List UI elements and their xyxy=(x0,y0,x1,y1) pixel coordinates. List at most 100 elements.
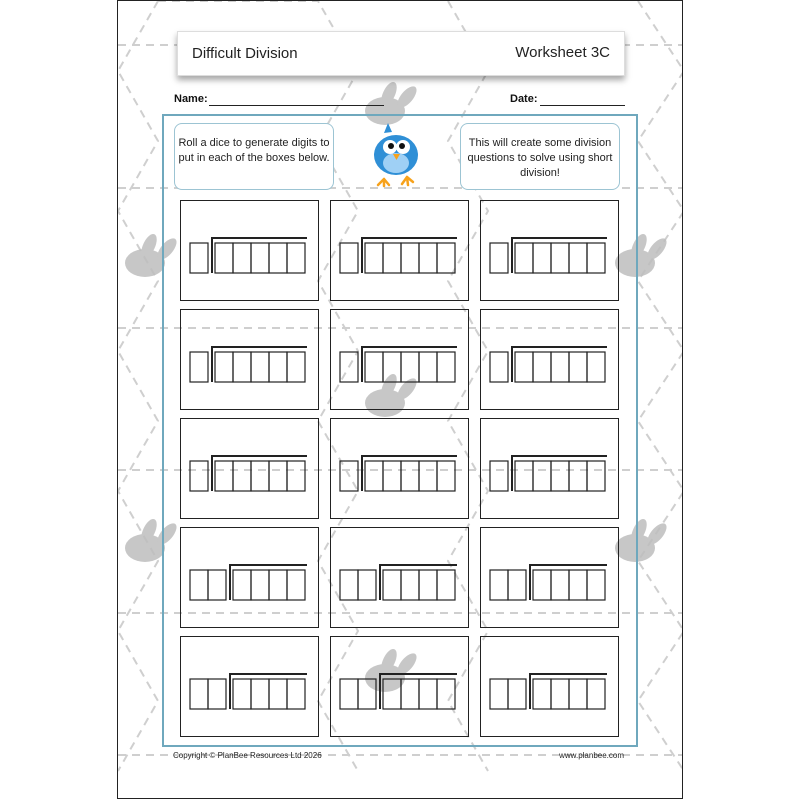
divisor-box[interactable] xyxy=(489,569,509,601)
dividend-box[interactable] xyxy=(586,351,606,383)
dividend-box[interactable] xyxy=(250,460,270,492)
dividend-box[interactable] xyxy=(514,242,534,274)
name-field[interactable] xyxy=(209,105,384,106)
dividend-box[interactable] xyxy=(268,460,288,492)
divisor-box[interactable] xyxy=(207,569,227,601)
dividend-box[interactable] xyxy=(550,678,570,710)
dividend-box[interactable] xyxy=(382,569,402,601)
dividend-box[interactable] xyxy=(232,460,252,492)
date-field[interactable] xyxy=(540,105,625,106)
dividend-box[interactable] xyxy=(550,242,570,274)
divisor-box[interactable] xyxy=(339,351,359,383)
divisor-box[interactable] xyxy=(339,242,359,274)
divisor-box[interactable] xyxy=(189,678,209,710)
dividend-box[interactable] xyxy=(586,569,606,601)
dividend-box[interactable] xyxy=(418,678,438,710)
dividend-box[interactable] xyxy=(418,569,438,601)
dividend-box[interactable] xyxy=(568,678,588,710)
division-question xyxy=(480,527,619,628)
dividend-box[interactable] xyxy=(400,460,420,492)
dividend-box[interactable] xyxy=(268,351,288,383)
dividend-box[interactable] xyxy=(586,242,606,274)
dividend-box[interactable] xyxy=(532,351,552,383)
divisor-box[interactable] xyxy=(507,678,527,710)
title-banner: Difficult Division Worksheet 3C xyxy=(177,31,625,76)
dividend-box[interactable] xyxy=(400,242,420,274)
dividend-box[interactable] xyxy=(532,569,552,601)
dividend-box[interactable] xyxy=(382,351,402,383)
dividend-box[interactable] xyxy=(286,460,306,492)
dividend-box[interactable] xyxy=(400,678,420,710)
dividend-box[interactable] xyxy=(214,242,234,274)
instruction-bubble-left: Roll a dice to generate digits to put in… xyxy=(174,123,334,190)
dividend-box[interactable] xyxy=(286,569,306,601)
dividend-box[interactable] xyxy=(514,460,534,492)
dividend-box[interactable] xyxy=(364,460,384,492)
dividend-box[interactable] xyxy=(268,242,288,274)
dividend-box[interactable] xyxy=(586,678,606,710)
dividend-box[interactable] xyxy=(232,678,252,710)
dividend-box[interactable] xyxy=(532,460,552,492)
divisor-box[interactable] xyxy=(357,678,377,710)
dividend-box[interactable] xyxy=(436,242,456,274)
dividend-box[interactable] xyxy=(418,460,438,492)
dividend-box[interactable] xyxy=(286,678,306,710)
dividend-box[interactable] xyxy=(418,351,438,383)
divisor-box[interactable] xyxy=(189,569,209,601)
divisor-box[interactable] xyxy=(489,678,509,710)
dividend-box[interactable] xyxy=(286,351,306,383)
dividend-box[interactable] xyxy=(568,351,588,383)
dividend-box[interactable] xyxy=(250,351,270,383)
dividend-box[interactable] xyxy=(268,678,288,710)
dividend-box[interactable] xyxy=(286,242,306,274)
divisor-box[interactable] xyxy=(339,460,359,492)
website-link[interactable]: www.planbee.com xyxy=(559,751,624,760)
dividend-box[interactable] xyxy=(382,242,402,274)
divisor-box[interactable] xyxy=(489,460,509,492)
dividend-box[interactable] xyxy=(250,678,270,710)
division-question xyxy=(330,309,469,410)
dividend-box[interactable] xyxy=(214,460,234,492)
dividend-box[interactable] xyxy=(514,351,534,383)
divisor-box[interactable] xyxy=(339,678,359,710)
dividend-box[interactable] xyxy=(364,351,384,383)
dividend-box[interactable] xyxy=(382,678,402,710)
divisor-box[interactable] xyxy=(207,678,227,710)
divisor-box[interactable] xyxy=(189,242,209,274)
dividend-box[interactable] xyxy=(550,351,570,383)
dividend-box[interactable] xyxy=(568,460,588,492)
dividend-box[interactable] xyxy=(400,569,420,601)
dividend-box[interactable] xyxy=(214,351,234,383)
dividend-box[interactable] xyxy=(550,460,570,492)
divisor-box[interactable] xyxy=(507,569,527,601)
divisor-box[interactable] xyxy=(189,351,209,383)
dividend-box[interactable] xyxy=(550,569,570,601)
dividend-box[interactable] xyxy=(418,242,438,274)
dividend-box[interactable] xyxy=(436,460,456,492)
dividend-box[interactable] xyxy=(382,460,402,492)
dividend-box[interactable] xyxy=(586,460,606,492)
dividend-box[interactable] xyxy=(400,351,420,383)
dividend-box[interactable] xyxy=(532,242,552,274)
dividend-box[interactable] xyxy=(436,678,456,710)
dividend-box[interactable] xyxy=(568,569,588,601)
dividend-box[interactable] xyxy=(232,351,252,383)
division-question xyxy=(330,636,469,737)
dividend-box[interactable] xyxy=(250,242,270,274)
division-bracket xyxy=(511,237,607,273)
dividend-box[interactable] xyxy=(436,569,456,601)
divisor-box[interactable] xyxy=(489,351,509,383)
divisor-box[interactable] xyxy=(357,569,377,601)
divisor-box[interactable] xyxy=(339,569,359,601)
dividend-box[interactable] xyxy=(232,569,252,601)
dividend-box[interactable] xyxy=(436,351,456,383)
dividend-box[interactable] xyxy=(250,569,270,601)
dividend-box[interactable] xyxy=(532,678,552,710)
division-bracket xyxy=(361,346,457,382)
dividend-box[interactable] xyxy=(232,242,252,274)
dividend-box[interactable] xyxy=(568,242,588,274)
divisor-box[interactable] xyxy=(489,242,509,274)
divisor-box[interactable] xyxy=(189,460,209,492)
dividend-box[interactable] xyxy=(364,242,384,274)
dividend-box[interactable] xyxy=(268,569,288,601)
